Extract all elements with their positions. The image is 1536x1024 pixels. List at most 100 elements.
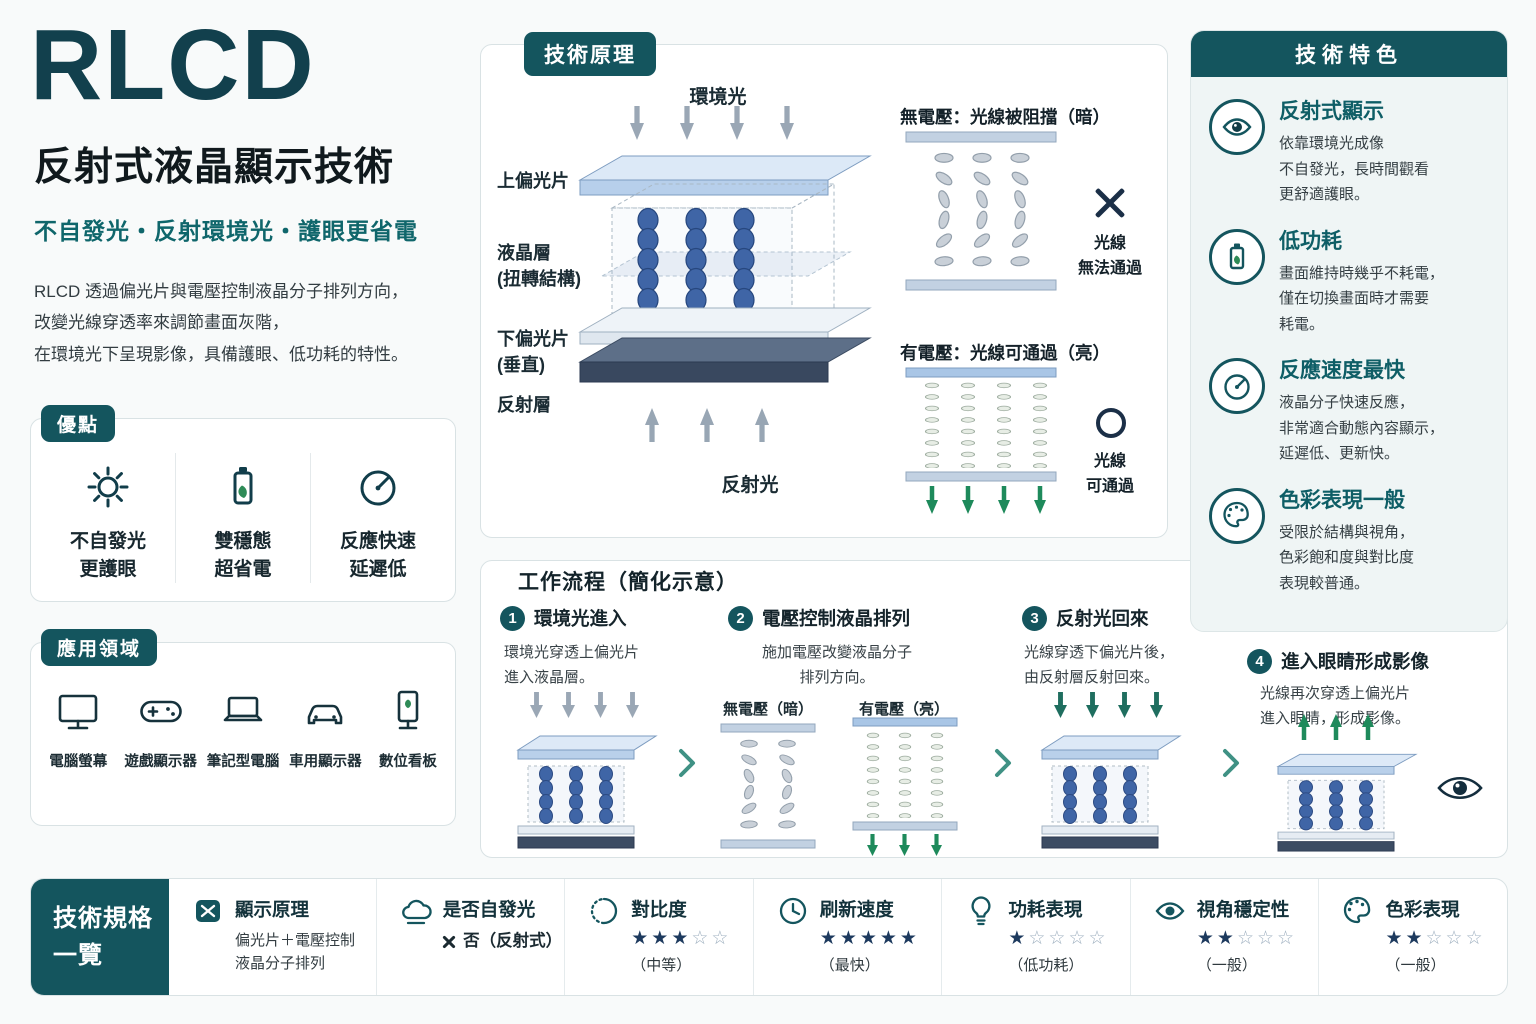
palette-icon xyxy=(1209,487,1265,544)
application-label: 遊戲顯示器 xyxy=(124,754,197,770)
step4-diagram xyxy=(1277,714,1417,852)
advantage-label: 反應快速 延遲低 xyxy=(339,531,416,580)
spec-value: 偏光片＋電壓控制 液晶分子排列 xyxy=(235,932,356,973)
monitor-icon xyxy=(56,689,100,738)
feature-desc: 依靠環境光成像 不自發光，長時間觀看 更舒適護眼。 xyxy=(1279,135,1430,203)
feature-title: 色彩表現一般 xyxy=(1279,488,1405,512)
workflow-step-3: 3 反射光回來 xyxy=(1022,605,1149,631)
voltage-label: 有電壓（亮） xyxy=(858,701,949,718)
page-title: RLCD xyxy=(30,9,316,121)
on-state-result: 光線 可通過 xyxy=(1085,453,1134,495)
application-item: 遊戲顯示器 xyxy=(119,679,201,771)
spec-title: 色彩表現 xyxy=(1385,899,1460,920)
step-number-badge: 2 xyxy=(728,605,753,631)
spec-title: 功耗表現 xyxy=(1008,899,1083,920)
no-emission-icon xyxy=(399,894,433,995)
step-desc: 施加電壓改變液晶分子 排列方向。 xyxy=(761,644,912,687)
step2-on-diagram xyxy=(852,717,958,856)
clock-icon xyxy=(776,894,810,995)
spec-title: 視角穩定性 xyxy=(1196,899,1290,920)
car-icon xyxy=(303,689,347,738)
step-desc: 環境光穿透上偏光片 進入液晶層。 xyxy=(504,644,640,687)
spec-note: （一般） xyxy=(1196,957,1257,974)
intro-description: RLCD 透過偏光片與電壓控制液晶分子排列方向， 改變光線穿透率來調節畫面灰階，… xyxy=(34,282,409,364)
feature-item: 反射式顯示 依靠環境光成像 不自發光，長時間觀看 更舒適護眼。 xyxy=(1209,95,1491,208)
advantage-item: 雙穩態 超省電 xyxy=(175,453,310,584)
gauge-icon xyxy=(354,463,402,516)
page-subtitle: 反射式液晶顯示技術 xyxy=(34,146,395,189)
spec-title: 顯示原理 xyxy=(235,899,310,920)
feature-item: 反應速度最快 液晶分子快速反應， 非常適合動態內容顯示， 延遲低、更新快。 xyxy=(1209,354,1491,467)
features-panel: 技術特色 反射式顯示 依靠環境光成像 不自發光，長時間觀看 更舒適護眼。 xyxy=(1190,30,1508,632)
step-title: 環境光進入 xyxy=(534,608,627,629)
workflow-step-1: 1 環境光進入 xyxy=(500,605,627,631)
laptop-icon xyxy=(221,689,265,738)
spec-note: （中等） xyxy=(631,957,692,974)
step-number-badge: 1 xyxy=(500,605,525,631)
feature-title: 反應速度最快 xyxy=(1279,359,1405,382)
specs-heading: 技術規格 一覽 xyxy=(31,879,169,995)
spec-note: （低功耗） xyxy=(1008,957,1084,974)
spec-title: 刷新速度 xyxy=(819,899,894,920)
step3-diagram xyxy=(1041,692,1181,849)
sun-icon xyxy=(84,463,132,516)
application-label: 數位看板 xyxy=(378,754,437,770)
principle-panel xyxy=(480,44,1168,538)
reflector-label: 反射層 xyxy=(497,395,551,415)
pass-circle-icon xyxy=(1096,408,1126,438)
chevron-right-icon xyxy=(1223,749,1239,777)
spec-power: 功耗表現 ★☆☆☆☆ （低功耗） xyxy=(941,879,1130,995)
application-label: 車用顯示器 xyxy=(289,754,362,770)
on-state-title: 有電壓：光線可通過（亮） xyxy=(900,343,1110,363)
advantage-item: 反應快速 延遲低 xyxy=(310,453,445,584)
spec-note: （一般） xyxy=(1385,957,1446,974)
specs-bar: 技術規格 一覽 顯示原理 偏光片＋電壓控制 液晶分子排列 是 xyxy=(30,878,1508,996)
polarizer-icon xyxy=(191,894,225,995)
tagline: 不自發光・反射環境光・護眼更省電 xyxy=(34,218,418,244)
palette-icon xyxy=(1341,894,1375,995)
bottom-polarizer-label: 下偏光片 (垂直) xyxy=(497,329,569,376)
workflow-step-4: 4 進入眼睛形成影像 xyxy=(1247,648,1429,674)
feature-title: 反射式顯示 xyxy=(1279,100,1384,123)
step-title: 電壓控制液晶排列 xyxy=(762,608,911,629)
contrast-icon xyxy=(587,894,621,995)
step1-diagram xyxy=(517,692,657,849)
spec-note: （最快） xyxy=(819,957,880,974)
spec-viewing-angle: 視角穩定性 ★★☆☆☆ （一般） xyxy=(1129,879,1319,995)
application-item: 電腦螢幕 xyxy=(37,679,119,771)
signage-icon xyxy=(386,689,430,738)
spec-title: 是否自發光 xyxy=(442,899,536,920)
feature-title: 低功耗 xyxy=(1279,229,1342,253)
application-label: 筆記型電腦 xyxy=(206,754,280,770)
spec-value: 否（反射式） xyxy=(463,932,563,950)
chevron-right-icon xyxy=(995,749,1011,777)
no-voltage-label: 無電壓（暗） xyxy=(722,701,813,718)
cross-icon xyxy=(443,935,456,949)
reflected-light-label: 反射光 xyxy=(721,475,779,496)
top-polarizer-label: 上偏光片 xyxy=(497,171,569,191)
spec-color: 色彩表現 ★★☆☆☆ （一般） xyxy=(1318,879,1507,995)
step-title: 反射光回來 xyxy=(1056,608,1149,629)
spec-refresh-speed: 刷新速度 ★★★★★ （最快） xyxy=(752,879,942,995)
features-title: 技術特色 xyxy=(1191,31,1507,77)
star-rating: ★★★☆☆ xyxy=(631,928,732,949)
advantage-label: 雙穩態 超省電 xyxy=(214,531,272,580)
advantage-label: 不自發光 更護眼 xyxy=(69,531,146,580)
feature-desc: 受限於結構與視角， 色彩飽和度與對比度 表現較普通。 xyxy=(1279,523,1415,592)
step2-off-diagram xyxy=(720,723,816,849)
applications-tag: 應用領域 xyxy=(41,629,158,666)
off-state-diagram xyxy=(905,131,1057,291)
workflow-title: 工作流程（簡化示意） xyxy=(518,571,738,594)
advantage-item: 不自發光 更護眼 xyxy=(41,453,175,583)
on-state-diagram xyxy=(905,367,1057,514)
bulb-icon xyxy=(964,894,998,995)
off-state-title: 無電壓：光線被阻擋（暗） xyxy=(900,107,1110,127)
spec-self-emission: 是否自發光 否（反射式） xyxy=(375,879,565,995)
lcd-stack-diagram xyxy=(578,106,872,442)
eye-icon xyxy=(1437,776,1483,800)
star-rating: ★★☆☆☆ xyxy=(1385,928,1486,949)
application-label: 電腦螢幕 xyxy=(49,754,108,770)
ambient-light-label: 環境光 xyxy=(689,87,747,108)
battery-leaf-icon xyxy=(1209,228,1265,285)
